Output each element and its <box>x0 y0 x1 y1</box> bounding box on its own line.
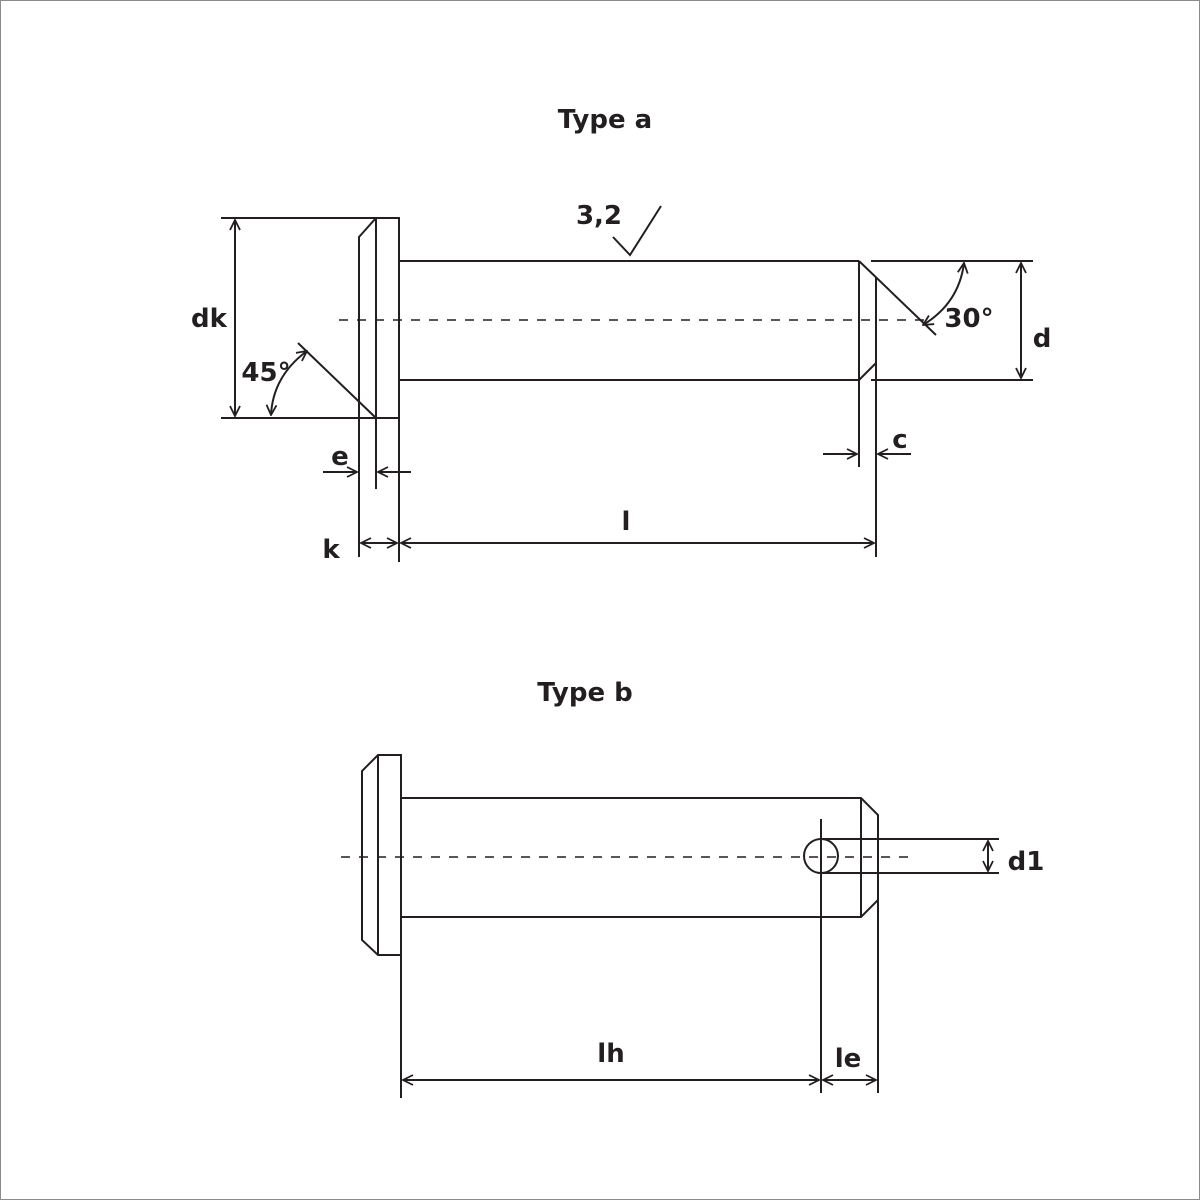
lh-label: lh <box>597 1039 624 1069</box>
end-chamfer-angle: 30° <box>923 263 994 334</box>
c-label: c <box>892 425 907 455</box>
type-b-title: Type b <box>537 678 633 708</box>
dk-label: dk <box>191 304 228 334</box>
angle-45-label: 45° <box>241 358 290 388</box>
k-label: k <box>322 535 340 565</box>
type-b-drawing: Type b d1 lh le <box>341 678 1044 1098</box>
angle-30-label: 30° <box>944 304 993 334</box>
head-chamfer-angle: 45° <box>241 342 377 419</box>
d1-label: d1 <box>1008 847 1045 877</box>
type-a-drawing: Type a dk 45° <box>191 105 1051 565</box>
lh-le-dimensions: lh le <box>400 819 879 1098</box>
l-label: l <box>622 507 631 537</box>
type-a-head <box>358 217 400 489</box>
type-b-shank <box>401 797 879 918</box>
surface-finish-label: 3,2 <box>576 201 622 231</box>
type-a-title: Type a <box>558 105 652 135</box>
k-l-dimensions: k l <box>322 418 874 565</box>
e-dimension: e <box>323 418 411 557</box>
le-label: le <box>835 1044 862 1074</box>
d-dimension: d <box>871 260 1052 381</box>
c-dimension: c <box>823 425 911 455</box>
type-b-head <box>361 754 402 956</box>
d-label: d <box>1033 324 1052 354</box>
d1-dimension: d1 <box>821 838 1045 877</box>
e-label: e <box>331 442 349 472</box>
surface-finish-symbol: 3,2 <box>576 201 662 257</box>
type-a-shank <box>399 260 937 557</box>
dk-dimension: dk <box>191 217 399 419</box>
